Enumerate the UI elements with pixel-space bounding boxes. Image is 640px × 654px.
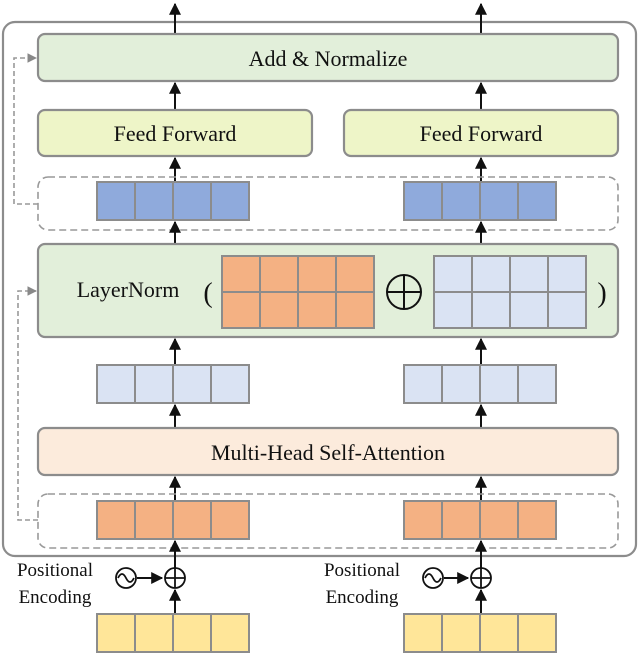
encoder-block-frame [1, 20, 638, 558]
feed-forward-left-label: Feed Forward [114, 121, 237, 146]
sine-wave-icon [115, 567, 137, 589]
vector-blue-left [96, 181, 250, 221]
sine-wave-icon [422, 567, 444, 589]
vector-yellow-right [403, 613, 557, 653]
vector-orange-right [403, 500, 557, 540]
add-normalize-box: Add & Normalize [36, 32, 620, 83]
vector-yellow-left [96, 613, 250, 653]
pos-enc-right-line1: Positional [324, 560, 400, 581]
matrix-light-blue [433, 255, 587, 329]
feed-forward-right-label: Feed Forward [420, 121, 543, 146]
mhsa-label: Multi-Head Self-Attention [211, 440, 445, 465]
layernorm-label: LayerNorm [77, 277, 180, 302]
add-normalize-label: Add & Normalize [249, 46, 408, 71]
circled-plus-icon [386, 274, 422, 310]
matrix-orange [221, 255, 375, 329]
layernorm-box: LayerNorm ( ) [36, 242, 620, 339]
feed-forward-left-box: Feed Forward [36, 108, 314, 158]
feed-forward-right-box: Feed Forward [342, 108, 620, 158]
residual-dashed-box-bottom [37, 493, 619, 549]
residual-skip-top [13, 53, 38, 205]
vector-light-blue-left [96, 364, 250, 404]
plus-circle-icon [164, 567, 186, 589]
paren-open: ( [203, 278, 212, 309]
pos-enc-left-line1: Positional [17, 560, 93, 581]
residual-skip-bottom [17, 286, 38, 521]
vector-blue-right [403, 181, 557, 221]
vector-light-blue-right [403, 364, 557, 404]
paren-close: ) [597, 278, 606, 309]
vector-orange-left [96, 500, 250, 540]
plus-circle-icon [470, 567, 492, 589]
mhsa-box: Multi-Head Self-Attention [36, 426, 620, 477]
pos-enc-left-line2: Encoding [19, 587, 92, 608]
pos-enc-right-line2: Encoding [326, 587, 399, 608]
